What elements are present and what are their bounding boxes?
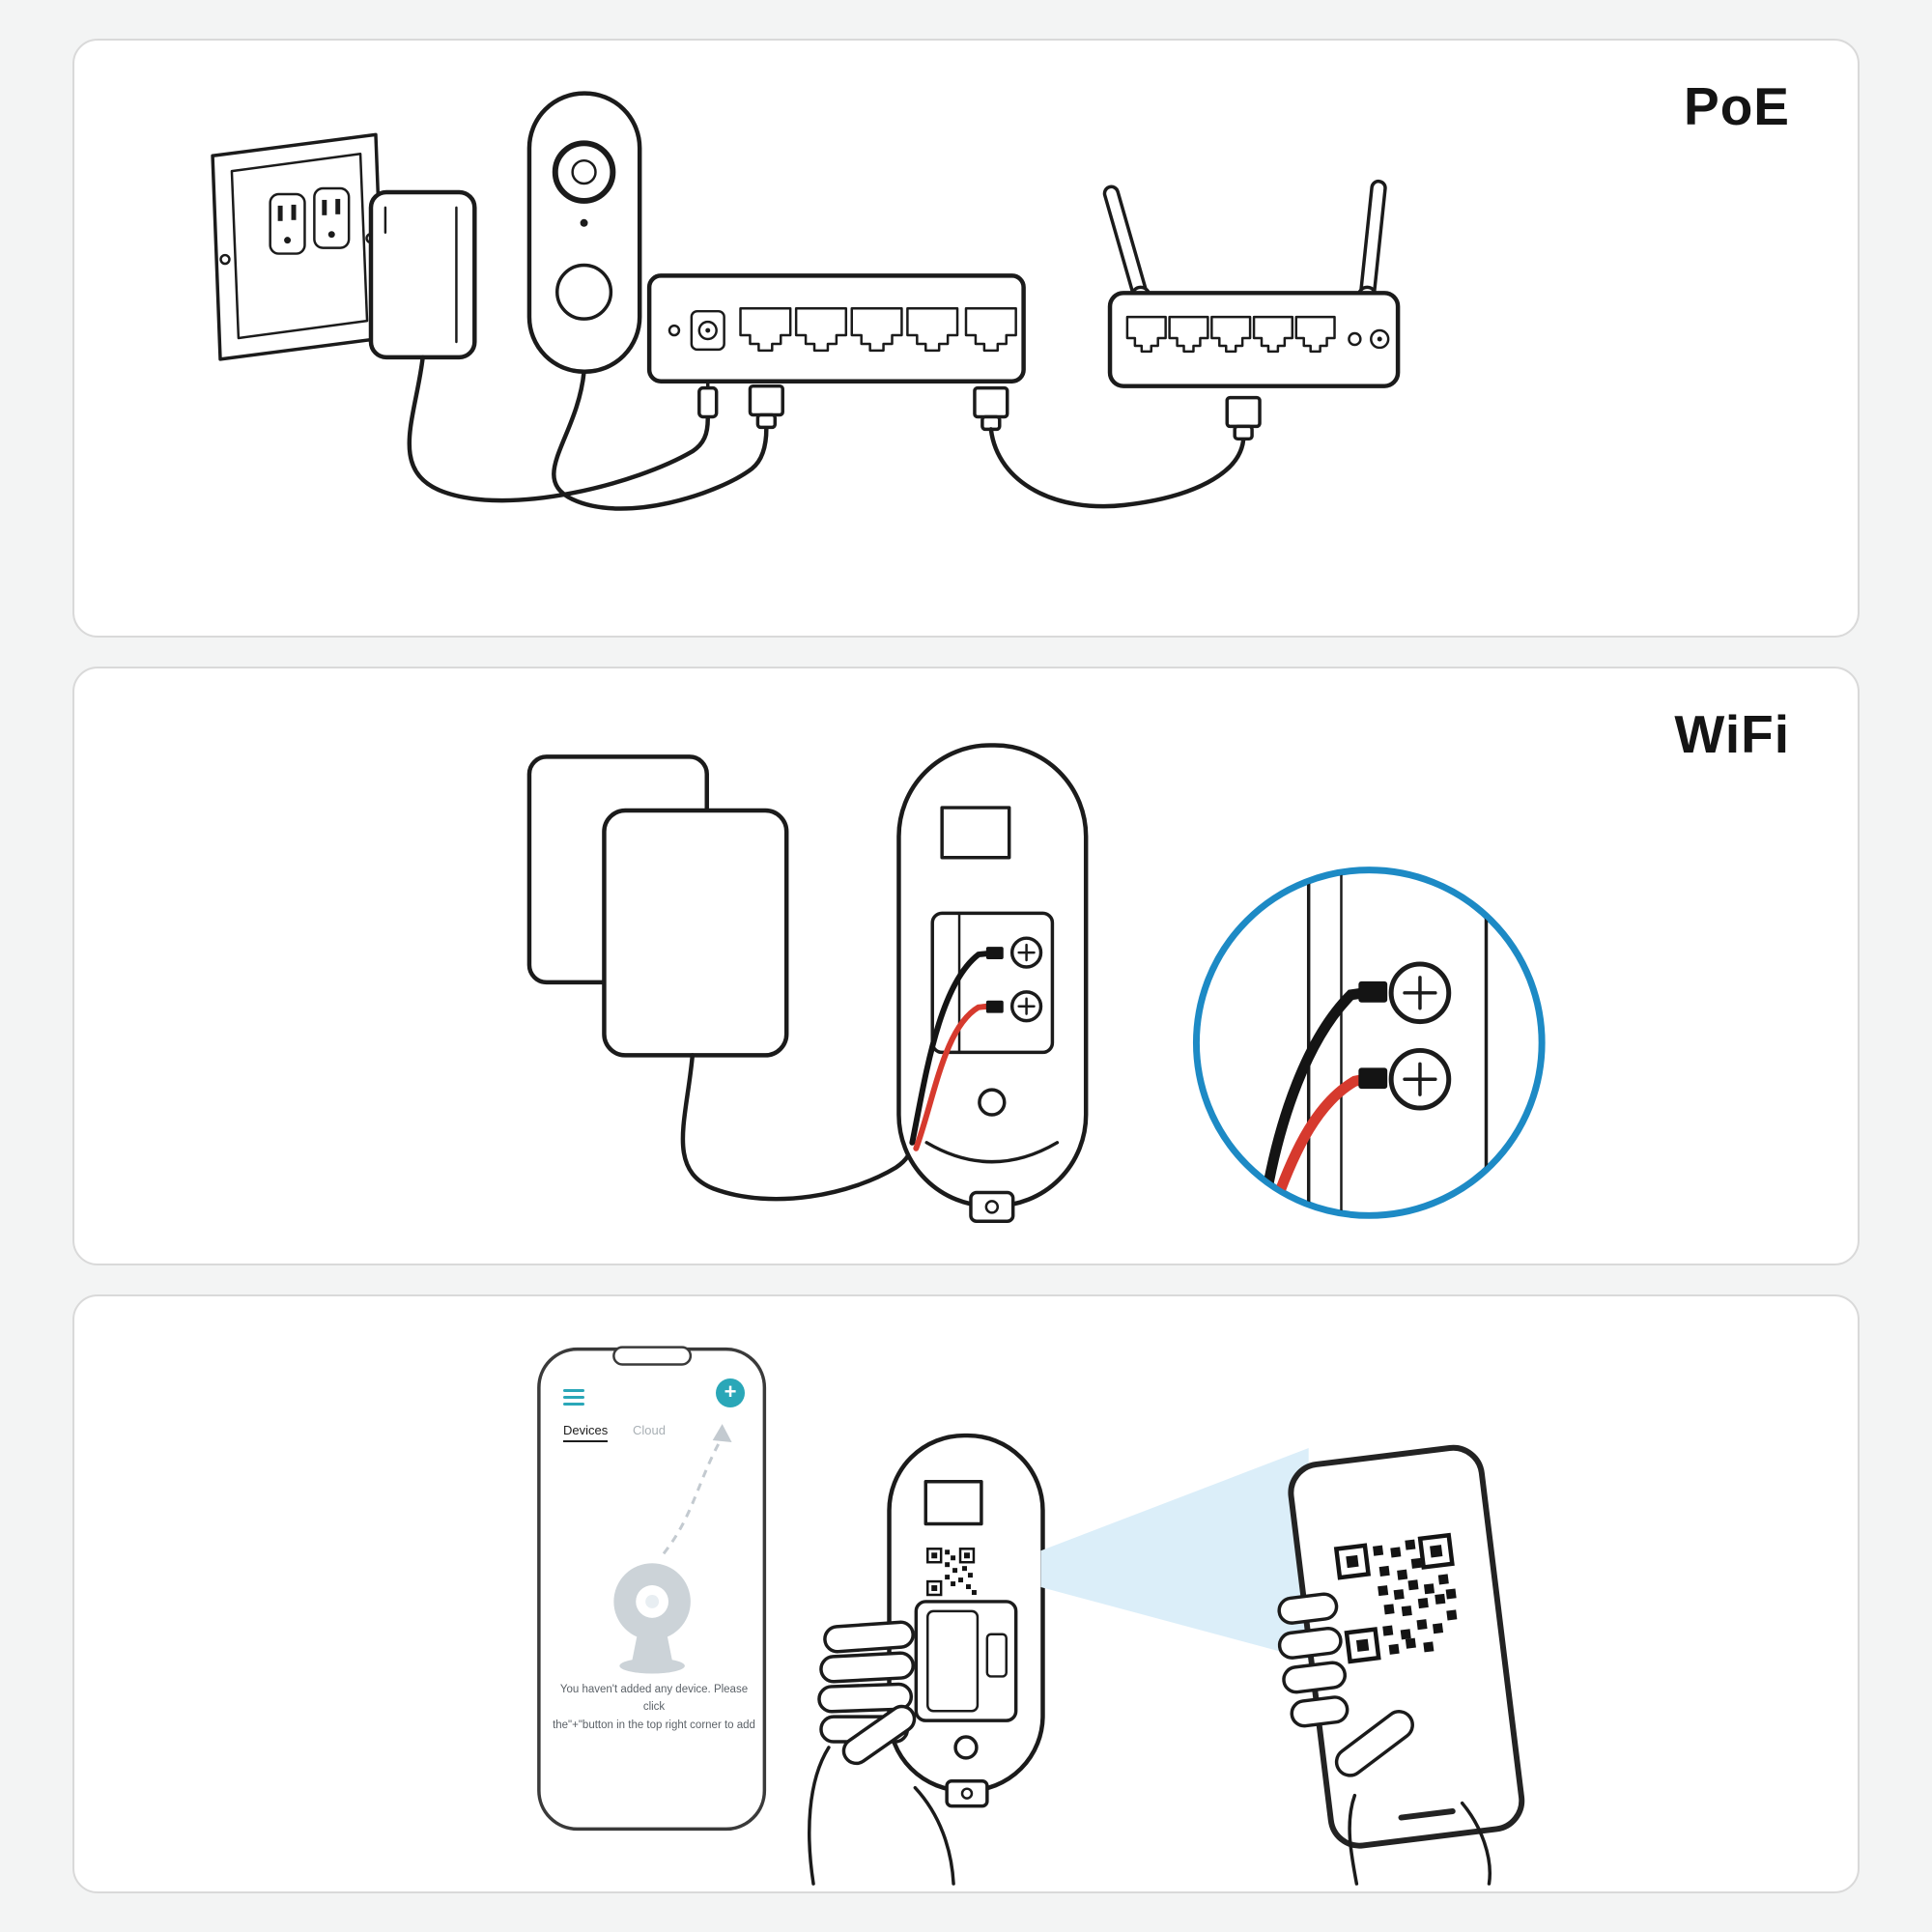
wall-outlet: [211, 132, 385, 361]
switch-router-cable: [988, 427, 1246, 509]
right-hand-fingers: [1277, 1592, 1414, 1777]
doorbell-camera-front: [526, 91, 642, 375]
empty-device-message: You haven't added any device. Please cli…: [552, 1681, 756, 1734]
empty-message-line2: the"+"button in the top right corner to …: [553, 1719, 755, 1731]
rj45-plug-router: [1225, 395, 1262, 441]
add-device-button-icon: +: [716, 1378, 745, 1407]
menu-icon: [563, 1389, 584, 1409]
right-hand-wrist: [1348, 1793, 1492, 1886]
panel-poe: PoE: [72, 39, 1860, 638]
screen-qr-code: [1333, 1532, 1458, 1664]
rj45-plug-camera: [748, 384, 784, 430]
doorbell-back: [896, 743, 1089, 1224]
wire-red: [913, 1003, 991, 1151]
tab-devices: Devices: [563, 1423, 609, 1442]
phone-with-qr: [1277, 1444, 1525, 1849]
zoom-wire-black: [1261, 987, 1370, 1200]
power-adapter: [368, 189, 477, 360]
doorbell-in-hand: [887, 1433, 1045, 1808]
wifi-label: WiFi: [1674, 704, 1790, 764]
poe-diagram: [211, 91, 1401, 511]
doorbell-qr-code: [926, 1548, 977, 1597]
poe-label: PoE: [1684, 76, 1790, 136]
rj45-plug-uplink: [973, 385, 1009, 432]
doorbell-ethernet-cable: [552, 369, 769, 511]
app-pairing-diagram: [537, 1346, 1525, 1886]
tab-cloud: Cloud: [633, 1423, 666, 1437]
terminal-zoom: [1192, 867, 1546, 1219]
dc-plug: [697, 379, 719, 419]
panel-wifi: WiFi: [72, 667, 1860, 1265]
wire-black: [909, 951, 991, 1146]
arrow-to-add-icon: [662, 1424, 732, 1555]
wifi-diagram: [526, 743, 1546, 1224]
empty-message-line1: You haven't added any device. Please cli…: [559, 1684, 749, 1714]
power-transformer: [526, 754, 789, 1058]
camera-illustration: [613, 1563, 691, 1674]
poe-switch: [646, 273, 1026, 384]
panel-app: + Devices Cloud You haven't added any de…: [72, 1294, 1860, 1893]
zoom-wire-red: [1270, 1073, 1370, 1208]
scan-beam: [1040, 1447, 1309, 1660]
left-hand: [808, 1620, 955, 1886]
wifi-router: [1102, 179, 1401, 388]
adapter-power-cable: [407, 355, 710, 503]
transformer-cable: [680, 1053, 915, 1202]
